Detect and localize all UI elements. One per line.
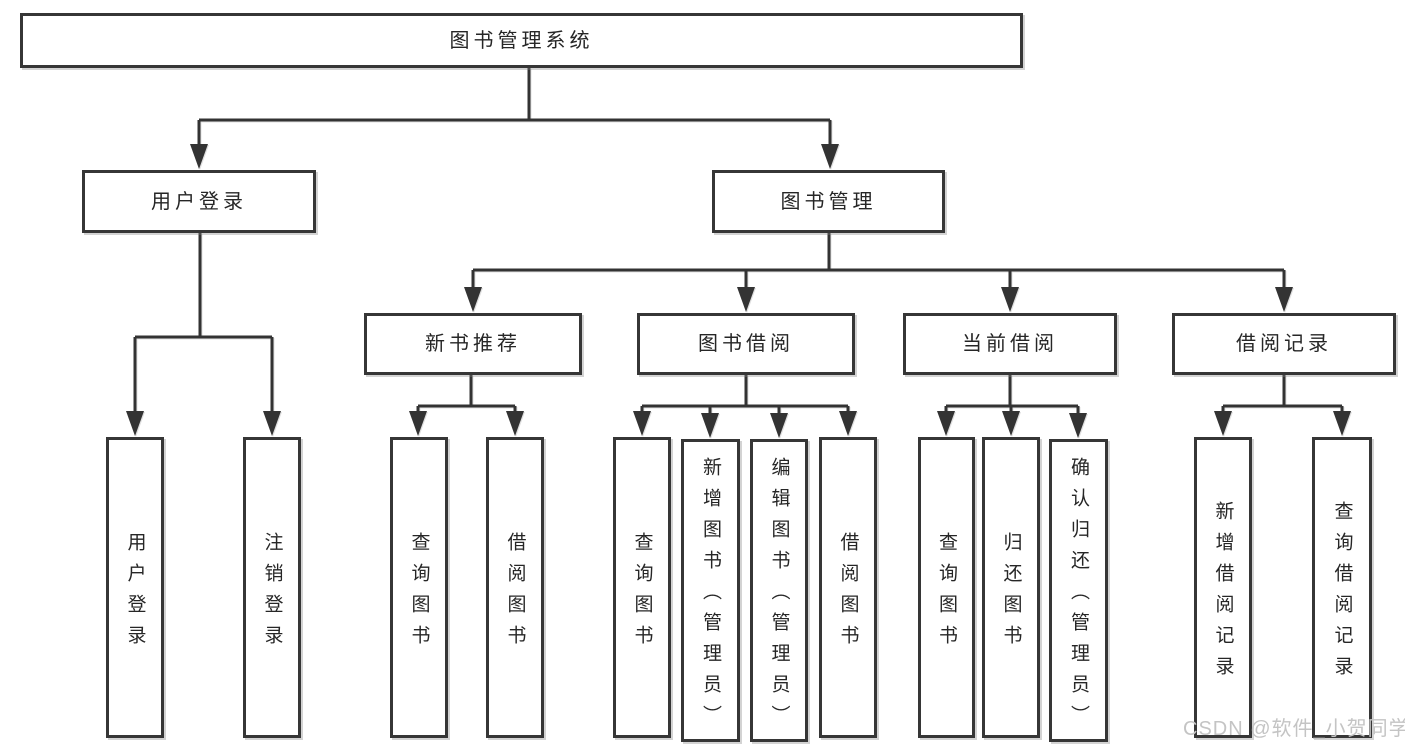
leaf-add-borrow-record: 新增借阅记录: [1194, 437, 1252, 738]
node-library-system: 图书管理系统: [20, 13, 1023, 68]
leaf-query-book-current-label: 查询图书: [936, 531, 957, 656]
node-book-borrow: 图书借阅: [637, 313, 855, 375]
leaf-query-borrow-record-label: 查询借阅记录: [1331, 500, 1353, 687]
leaf-query-book-current: 查询图书: [918, 437, 975, 738]
node-book-borrow-label: 图书借阅: [698, 333, 794, 355]
node-book-management: 图书管理: [712, 170, 945, 233]
leaf-query-borrow-record: 查询借阅记录: [1312, 437, 1372, 738]
connector-segments: [133, 68, 1344, 434]
leaf-add-borrow-record-label: 新增借阅记录: [1212, 500, 1234, 687]
leaf-add-book-admin: 新增图书（管理员）: [681, 439, 740, 742]
leaf-query-book-borrow: 查询图书: [613, 437, 671, 738]
leaf-query-book-recommend-label: 查询图书: [408, 531, 430, 656]
leaf-borrow-book-recommend-label: 借阅图书: [504, 531, 526, 656]
leaf-confirm-return-admin: 确认归还（管理员）: [1049, 439, 1108, 742]
node-current-borrow: 当前借阅: [903, 313, 1117, 375]
node-borrow-record: 借阅记录: [1172, 313, 1396, 375]
leaf-logout: 注销登录: [243, 437, 301, 738]
leaf-user-login-label: 用户登录: [124, 531, 146, 656]
arrowhead-icons: [126, 144, 1351, 438]
leaf-logout-label: 注销登录: [261, 531, 283, 656]
node-current-borrow-label: 当前借阅: [962, 333, 1058, 355]
node-user-login-label: 用户登录: [151, 190, 247, 213]
node-new-book-recommend: 新书推荐: [364, 313, 582, 375]
leaf-query-book-recommend: 查询图书: [390, 437, 448, 738]
leaf-edit-book-admin-label: 编辑图书（管理员）: [768, 457, 790, 736]
leaf-borrow-book-recommend: 借阅图书: [486, 437, 544, 738]
leaf-user-login: 用户登录: [106, 437, 164, 738]
node-library-system-label: 图书管理系统: [449, 29, 594, 52]
node-borrow-record-label: 借阅记录: [1236, 333, 1332, 355]
leaf-return-book-label: 归还图书: [1000, 531, 1022, 656]
leaf-query-book-borrow-label: 查询图书: [631, 531, 653, 656]
leaf-borrow-book: 借阅图书: [819, 437, 877, 738]
leaf-return-book: 归还图书: [982, 437, 1040, 738]
leaf-add-book-admin-label: 新增图书（管理员）: [700, 457, 721, 736]
node-book-management-label: 图书管理: [780, 190, 877, 213]
node-user-login: 用户登录: [82, 170, 316, 233]
csdn-watermark: CSDN @软件_小贺同学: [1183, 718, 1405, 740]
leaf-confirm-return-admin-label: 确认归还（管理员）: [1068, 457, 1089, 736]
leaf-borrow-book-label: 借阅图书: [837, 531, 859, 656]
node-new-book-recommend-label: 新书推荐: [425, 333, 521, 355]
leaf-edit-book-admin: 编辑图书（管理员）: [750, 439, 808, 742]
